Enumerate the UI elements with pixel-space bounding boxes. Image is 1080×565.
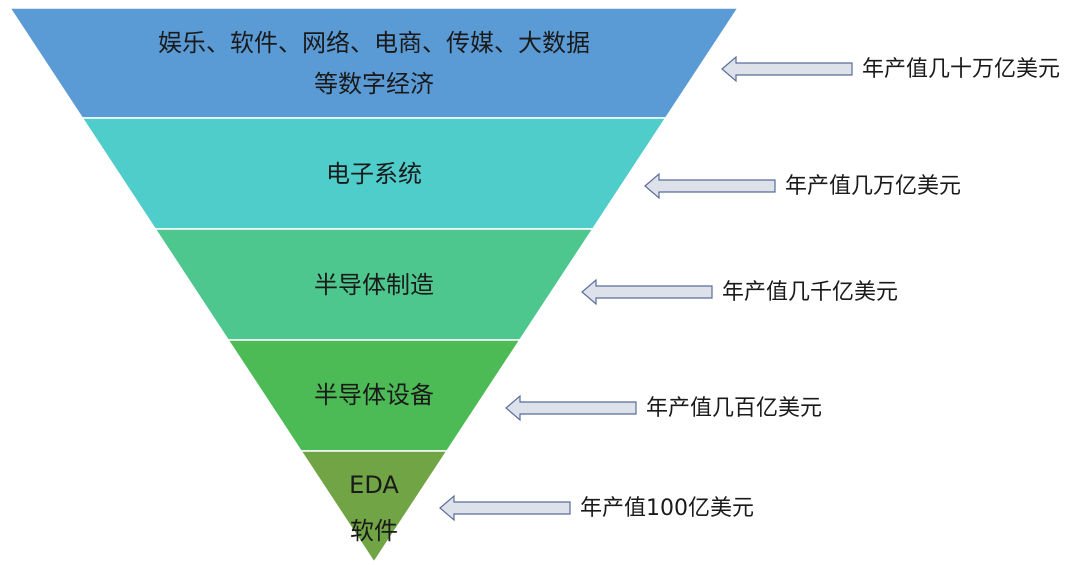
tier-5-label: EDA — [349, 471, 399, 499]
left-arrow-icon — [721, 55, 853, 83]
left-arrow-icon — [581, 278, 713, 306]
tier-1-label: 娱乐、软件、网络、电商、传媒、大数据 — [158, 29, 590, 57]
tier-2-value: 年产值几万亿美元 — [785, 174, 961, 199]
pyramid-tier-1 — [8, 7, 740, 119]
left-arrow-icon — [644, 172, 776, 200]
tier-1-label: 等数字经济 — [314, 70, 434, 98]
tier-5-value: 年产值100亿美元 — [580, 496, 754, 521]
tier-3-value: 年产值几千亿美元 — [722, 280, 898, 305]
pyramid-tier-5 — [299, 450, 449, 564]
tier-1-value: 年产值几十万亿美元 — [862, 57, 1060, 82]
tier-2-label: 电子系统 — [326, 160, 422, 188]
left-arrow-icon — [439, 494, 571, 522]
tier-3-label: 半导体制造 — [314, 271, 434, 299]
tier-4-value: 年产值几百亿美元 — [646, 396, 822, 421]
tier-5-label: 软件 — [350, 517, 398, 545]
left-arrow-icon — [505, 394, 637, 422]
tier-4-label: 半导体设备 — [314, 381, 434, 409]
